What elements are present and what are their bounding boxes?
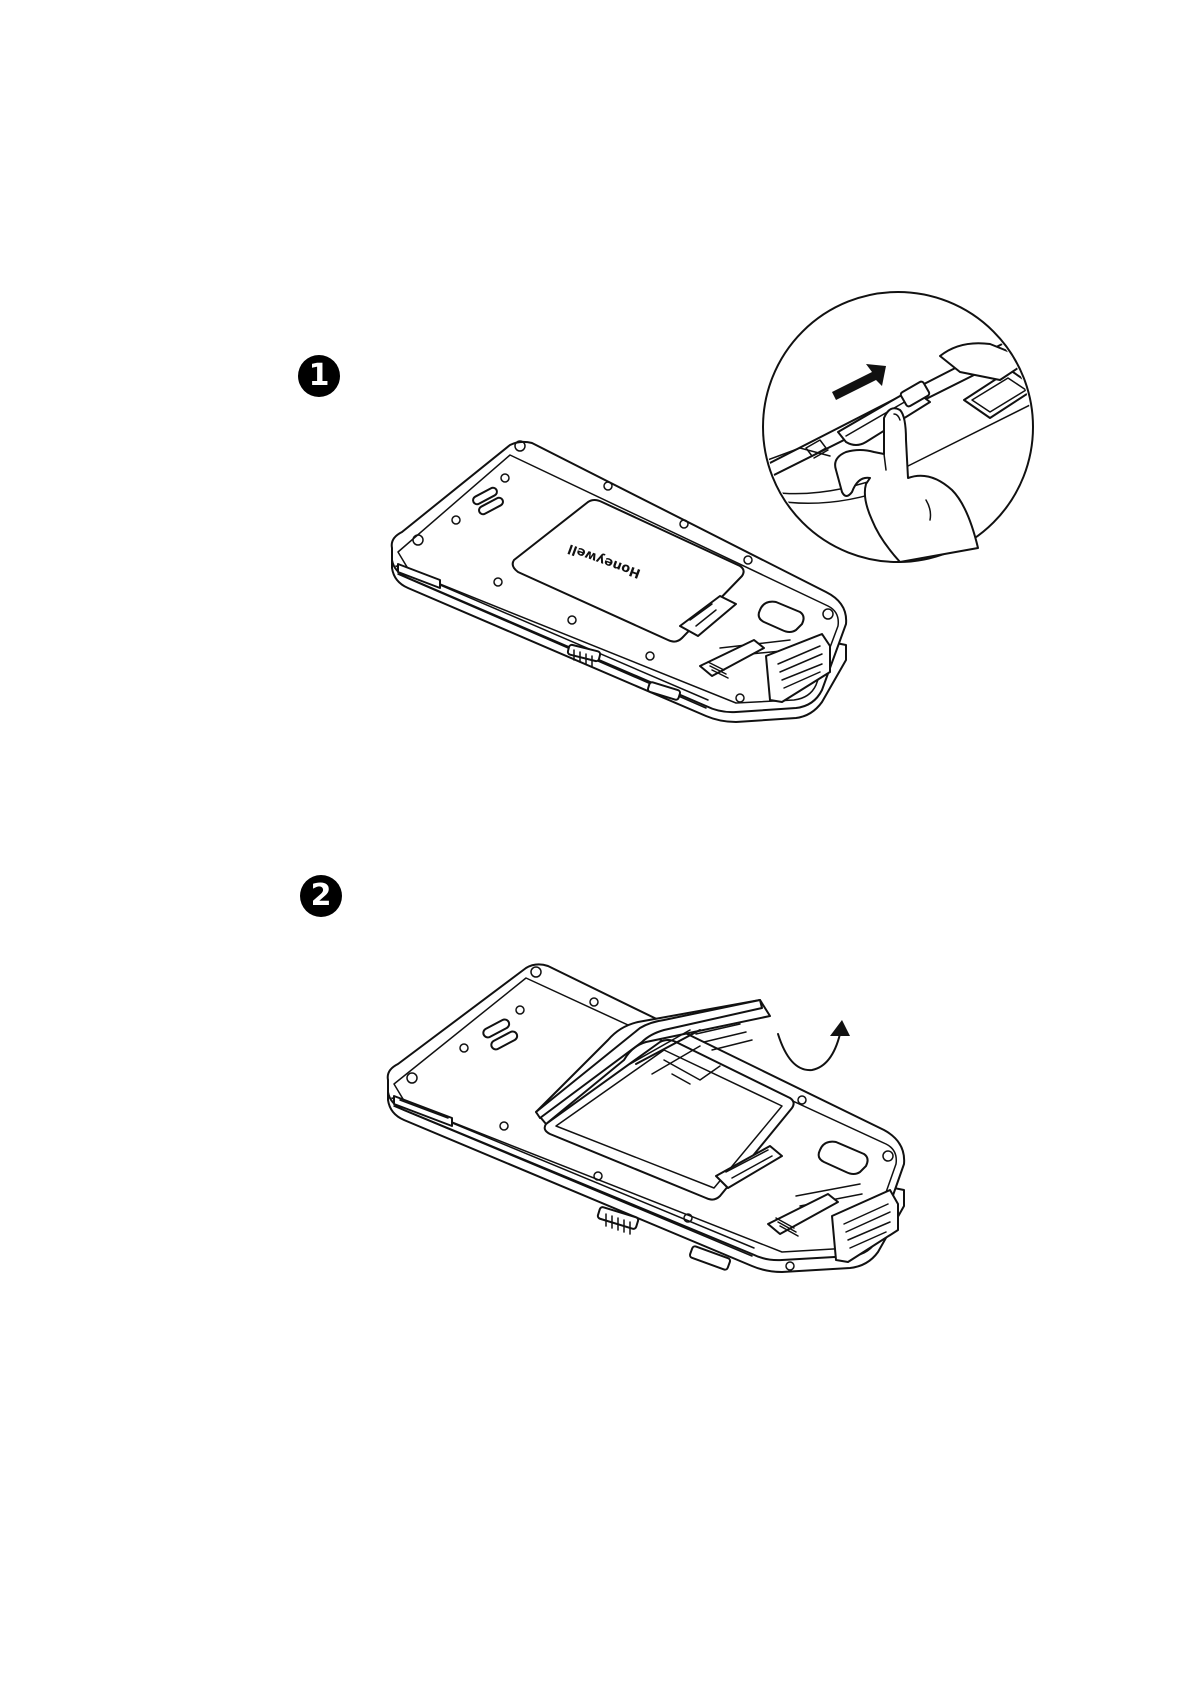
zoom-circle-detail (760, 292, 1040, 562)
step-2-device-illustration (388, 964, 904, 1272)
rotate-arrow-icon (778, 1020, 850, 1070)
